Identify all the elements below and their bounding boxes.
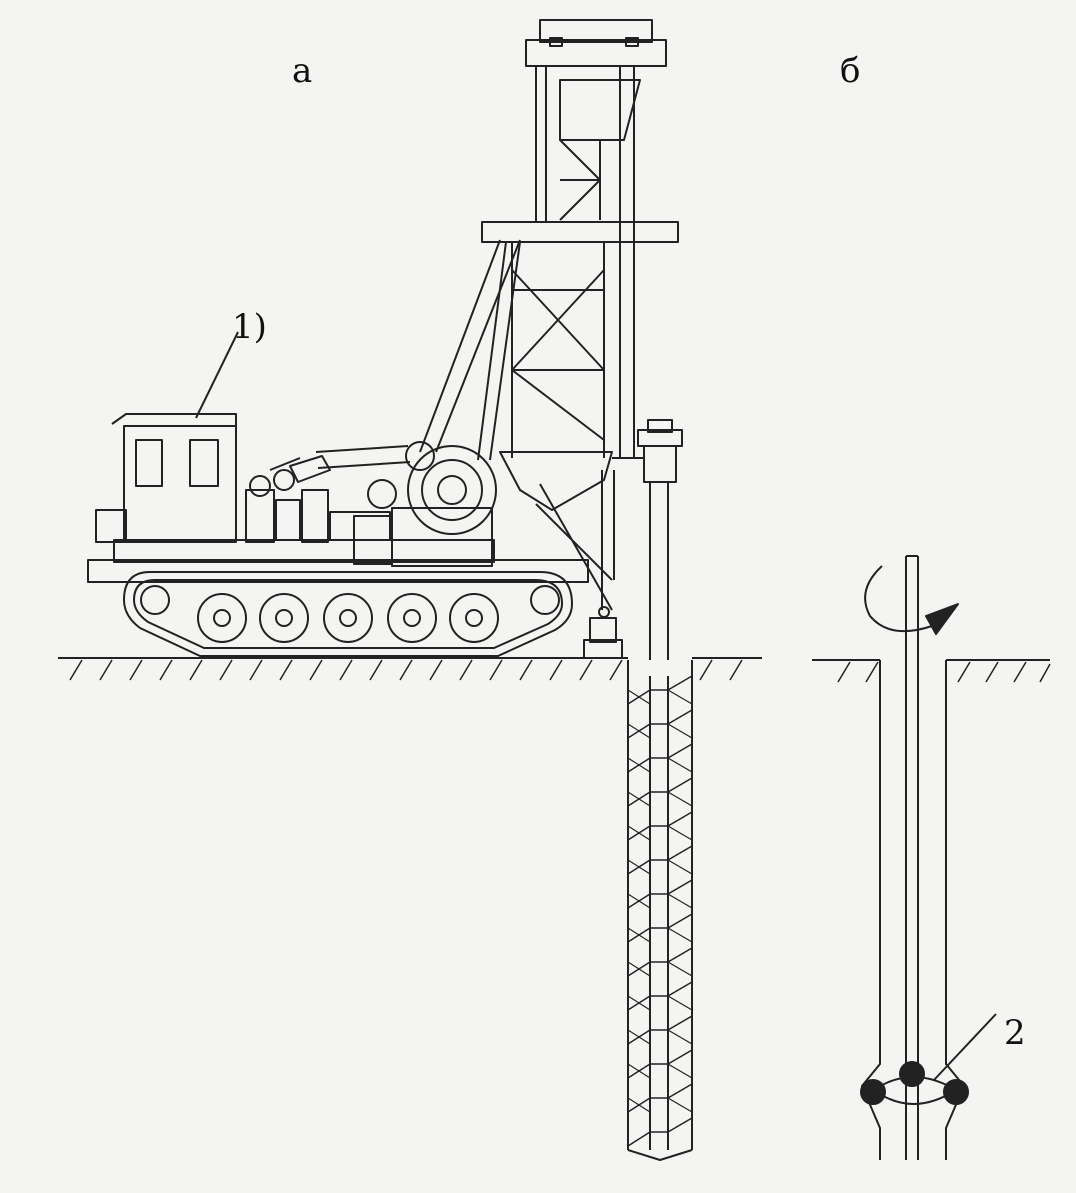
callout-1: 1): [195, 307, 267, 419]
borehole-detail: 2: [812, 555, 1051, 1160]
operator-cab: [111, 413, 237, 543]
panel-a-label: а: [292, 51, 312, 91]
drill-rod: [905, 555, 919, 1160]
expander-balls: [860, 1061, 969, 1105]
callout-2-label: 2: [1004, 1013, 1026, 1053]
callout-2: 2: [933, 1013, 1026, 1081]
machinery: [245, 441, 497, 567]
rotation-arrow-icon: [864, 565, 959, 635]
chassis: [87, 509, 589, 583]
borehole-auger: [627, 660, 693, 1161]
drill-mast: [419, 19, 679, 659]
ground-surface-a: [58, 657, 762, 681]
ground-surface-b: [812, 659, 1051, 683]
auger-drive: [612, 419, 683, 660]
panel-b-label: б: [840, 51, 860, 91]
crawler-track: [123, 571, 573, 657]
callout-1-label: 1): [232, 307, 267, 347]
drilling-rig: 1): [58, 19, 762, 1161]
